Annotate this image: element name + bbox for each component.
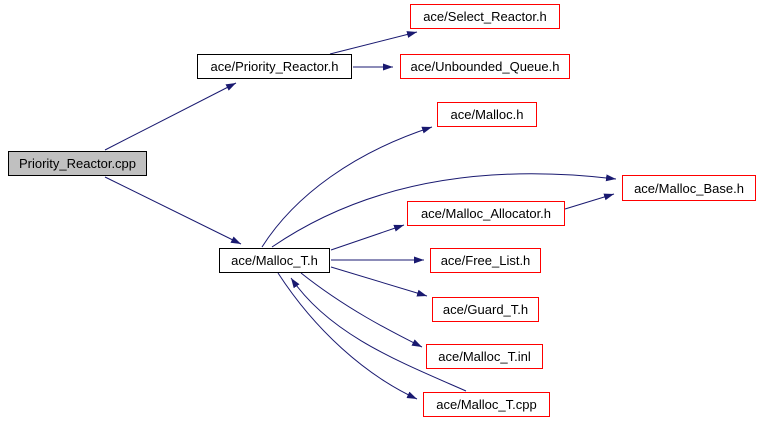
edge-ace-malloc-t-h-to-ace-malloc-t-inl xyxy=(300,272,423,348)
graph-node-label: ace/Free_List.h xyxy=(440,253,531,268)
edge-ace-malloc-t-h-to-ace-malloc-t-cpp xyxy=(277,272,418,400)
edge-priority-reactor-cpp-to-ace-priority-reactor-h xyxy=(104,82,237,151)
edge-ace-malloc-allocator-h-to-ace-malloc-base-h xyxy=(564,193,615,210)
graph-node-ace-select-reactor-h[interactable]: ace/Select_Reactor.h xyxy=(410,4,560,29)
graph-node-label: ace/Select_Reactor.h xyxy=(423,9,547,24)
graph-node-ace-malloc-base-h[interactable]: ace/Malloc_Base.h xyxy=(622,175,756,201)
edge-ace-priority-reactor-h-to-ace-select-reactor-h xyxy=(329,31,418,55)
graph-node-label: Priority_Reactor.cpp xyxy=(18,156,137,171)
edge-ace-malloc-t-h-to-ace-guard-t-h xyxy=(330,266,428,297)
graph-node-ace-malloc-h[interactable]: ace/Malloc.h xyxy=(437,102,537,127)
edge-ace-malloc-t-cpp-to-ace-malloc-t-h xyxy=(290,277,467,392)
graph-node-ace-malloc-allocator-h[interactable]: ace/Malloc_Allocator.h xyxy=(407,201,565,226)
edge-ace-malloc-t-h-to-ace-malloc-base-h xyxy=(271,173,617,248)
graph-node-ace-malloc-t-h[interactable]: ace/Malloc_T.h xyxy=(219,248,330,273)
graph-node-label: ace/Malloc.h xyxy=(450,107,524,122)
graph-node-ace-malloc-t-inl[interactable]: ace/Malloc_T.inl xyxy=(426,344,543,369)
graph-node-priority-reactor-cpp: Priority_Reactor.cpp xyxy=(8,151,147,176)
edge-priority-reactor-cpp-to-ace-malloc-t-h xyxy=(104,176,242,245)
graph-node-label: ace/Malloc_T.h xyxy=(231,253,318,268)
graph-node-label: ace/Unbounded_Queue.h xyxy=(410,59,560,74)
graph-node-ace-malloc-t-cpp[interactable]: ace/Malloc_T.cpp xyxy=(423,392,550,417)
graph-node-label: ace/Priority_Reactor.h xyxy=(210,59,339,74)
graph-node-ace-priority-reactor-h[interactable]: ace/Priority_Reactor.h xyxy=(197,54,352,79)
graph-node-ace-free-list-h[interactable]: ace/Free_List.h xyxy=(430,248,541,273)
graph-node-ace-unbounded-queue-h[interactable]: ace/Unbounded_Queue.h xyxy=(400,54,570,79)
graph-node-label: ace/Guard_T.h xyxy=(442,302,529,317)
graph-node-label: ace/Malloc_T.cpp xyxy=(436,397,537,412)
graph-node-label: ace/Malloc_T.inl xyxy=(438,349,531,364)
graph-node-ace-guard-t-h[interactable]: ace/Guard_T.h xyxy=(432,297,539,322)
edge-ace-malloc-t-h-to-ace-malloc-allocator-h xyxy=(330,224,405,251)
graph-node-label: ace/Malloc_Allocator.h xyxy=(420,206,552,221)
graph-node-label: ace/Malloc_Base.h xyxy=(634,180,744,196)
edge-ace-malloc-t-h-to-ace-malloc-h xyxy=(261,126,433,248)
